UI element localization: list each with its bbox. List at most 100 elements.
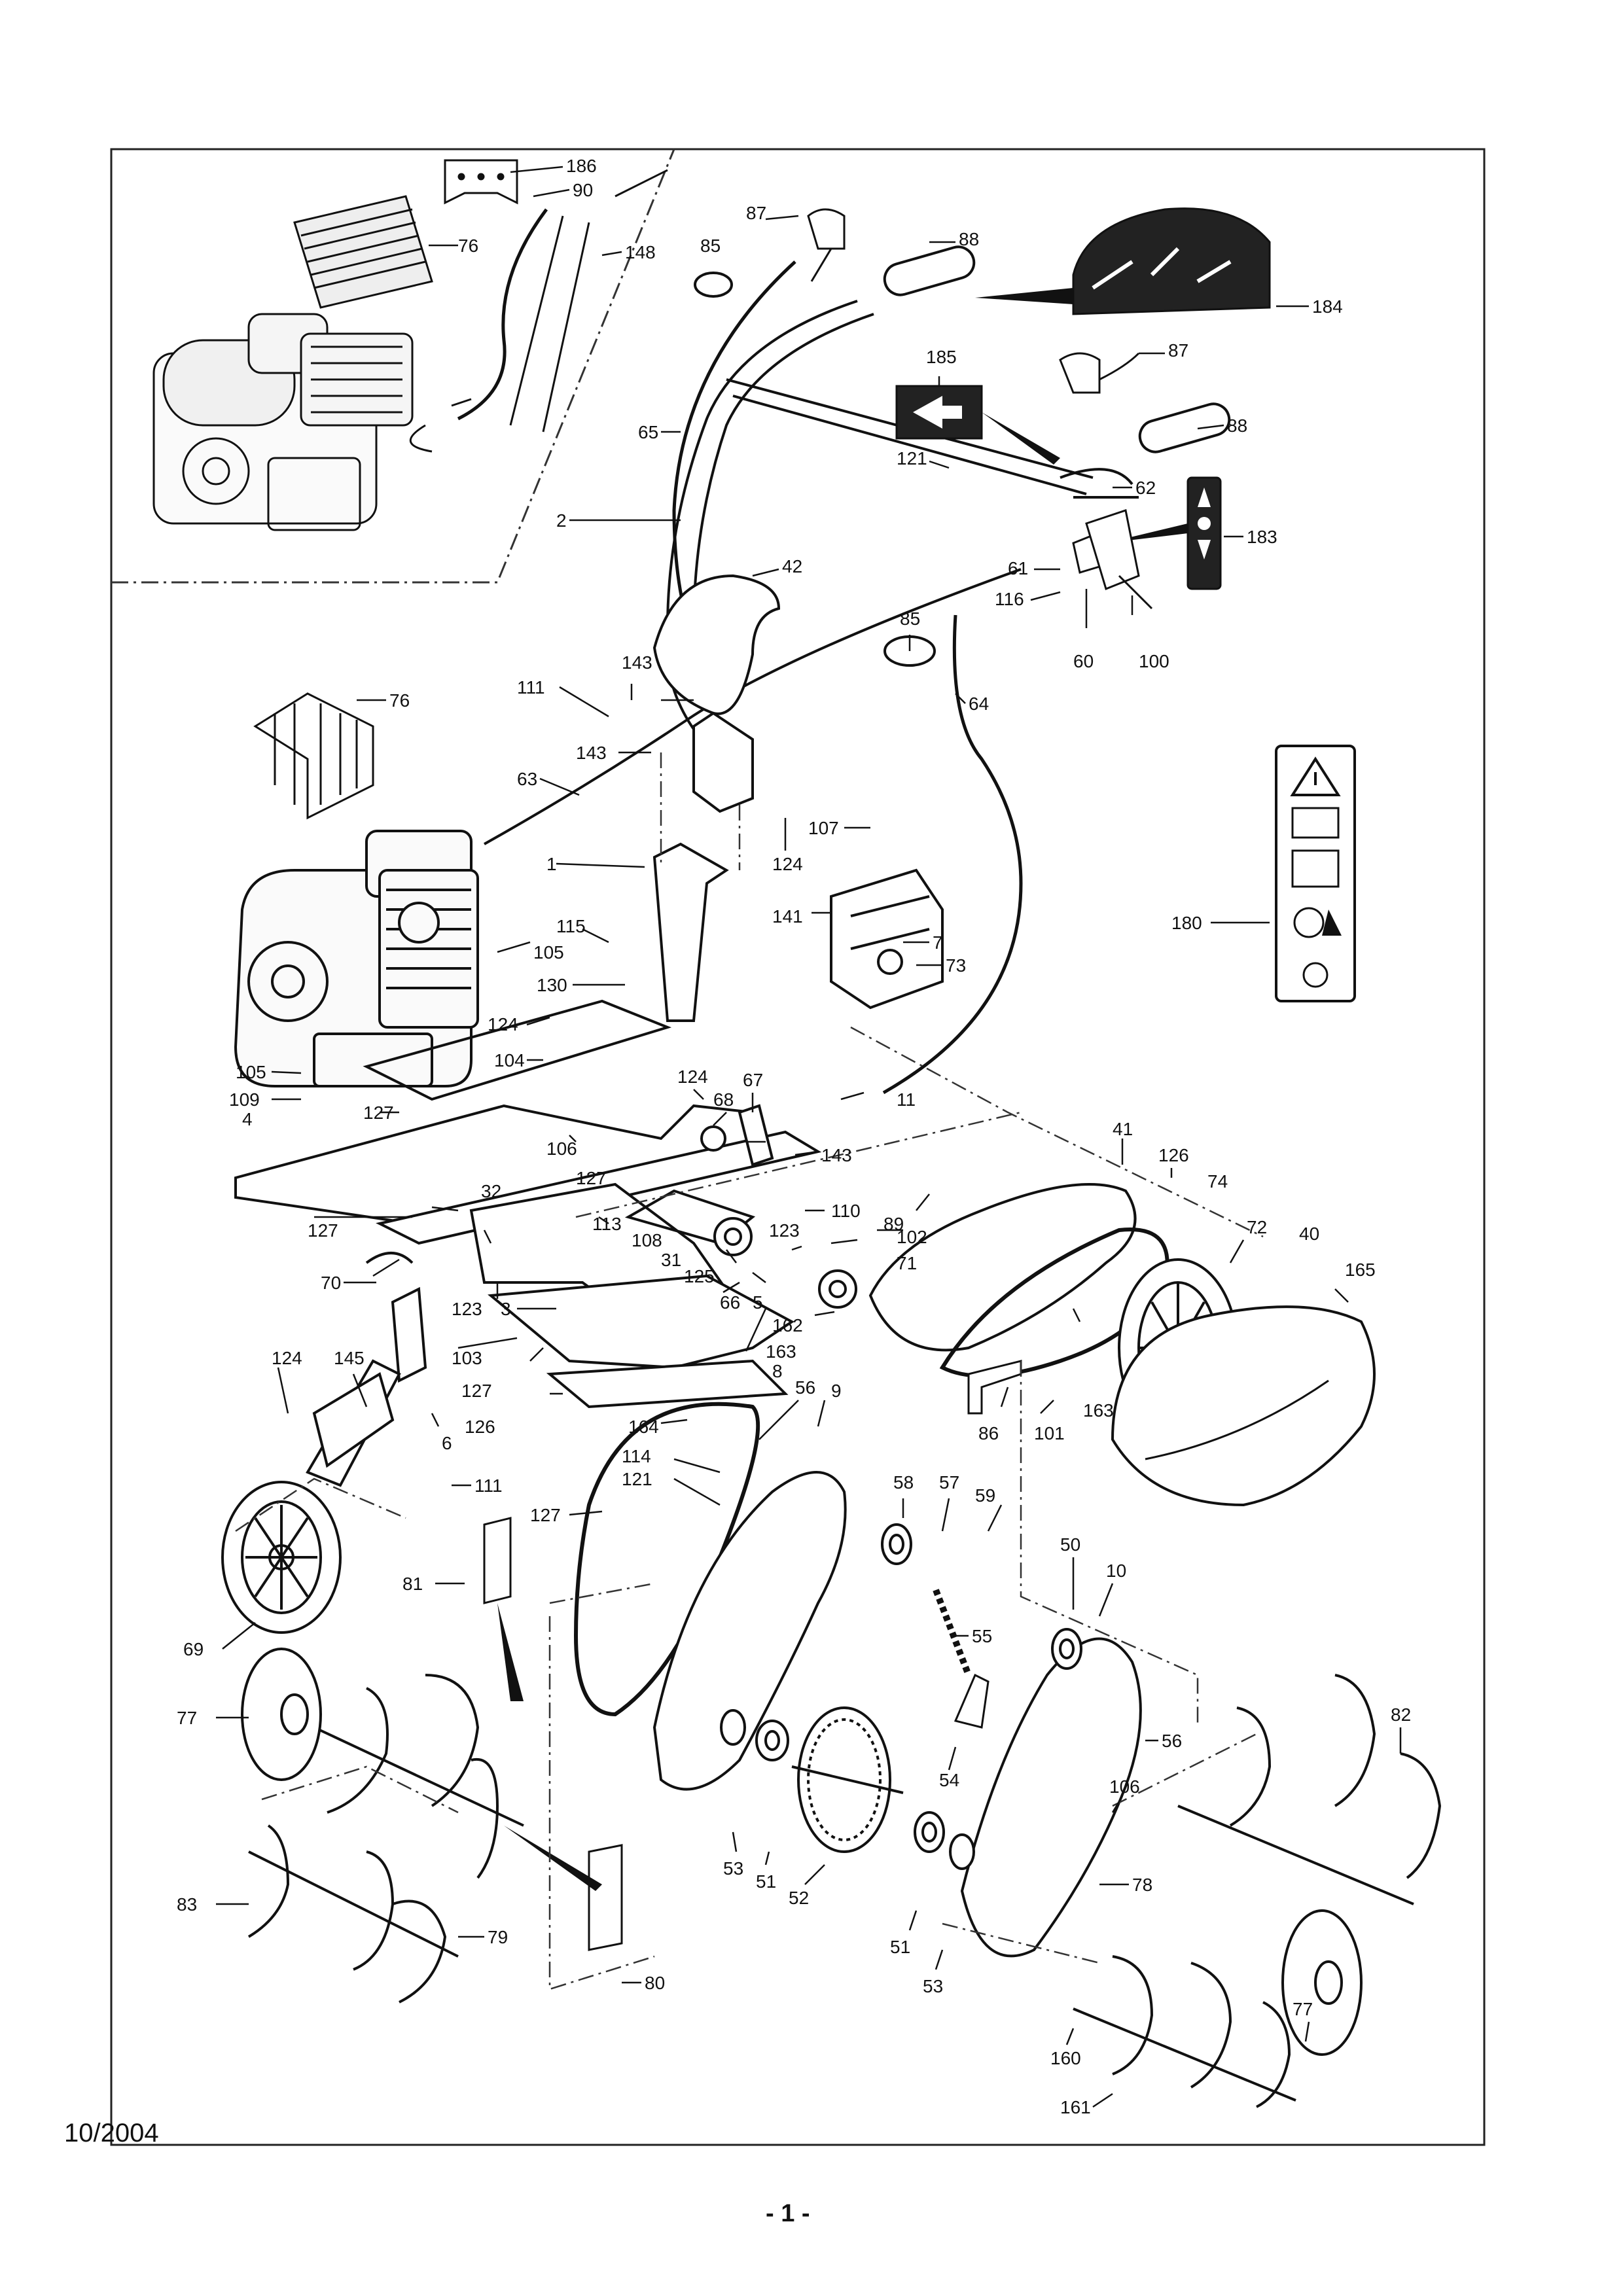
callout-184: 184 [1312,296,1343,317]
callout-31: 31 [661,1250,681,1270]
tines-right [1073,1674,1442,2108]
document-date: 10/2004 [64,2119,159,2147]
callout-10: 10 [1106,1561,1126,1581]
callout-148: 148 [625,242,656,262]
tensioner-54 [954,1673,990,1729]
callout-116: 116 [995,589,1024,609]
callout-180: 180 [1171,913,1202,933]
callout-77: 77 [177,1708,197,1728]
chain-case-9 [652,1471,847,1791]
belt-guard-40-rib [1145,1379,1329,1460]
muffler-guard-top [293,195,433,309]
tine-bracket-80 [588,1844,623,1951]
callout-113: 113 [592,1214,622,1234]
callout-89: 89 [883,1214,904,1234]
callout-76-left: 76 [389,690,410,711]
cable-63 [484,568,1022,845]
engine-main [234,830,479,1087]
decal-184 [975,207,1271,315]
callout-111: 111 [517,677,545,698]
callout-163-b: 163 [1083,1400,1114,1421]
chain-case-10 [960,1637,1142,1958]
callout-73: 73 [946,955,966,976]
clutch-cable [882,614,1023,1095]
callout-55: 55 [972,1626,992,1646]
assembly-lines [235,752,1264,1990]
callout-53-b: 53 [923,1976,943,1996]
callout-62: 62 [1135,478,1156,498]
side-plates-77 [241,1648,1363,2056]
callout-127-d: 127 [461,1381,492,1401]
callout-121: 121 [897,448,927,468]
transport-wheel-69 [221,1481,342,1634]
callout-79: 79 [488,1927,508,1947]
callout-40: 40 [1299,1224,1319,1244]
callout-1: 1 [546,854,557,874]
callout-85-mid: 85 [900,609,920,629]
callout-70: 70 [321,1273,341,1293]
callout-76: 76 [458,236,478,256]
lever-bracket [1072,509,1153,610]
transmission-7 [830,868,944,1010]
callout-60: 60 [1073,651,1094,671]
callout-53: 53 [723,1858,743,1879]
callout-69: 69 [183,1639,204,1659]
callout-186: 186 [566,156,597,176]
callout-74: 74 [1207,1171,1228,1192]
callout-51: 51 [756,1871,776,1892]
callout-59: 59 [975,1485,995,1506]
callout-7: 7 [933,932,943,953]
callout-68: 68 [713,1089,734,1110]
callout-42: 42 [782,556,802,576]
callout-67: 67 [743,1070,763,1090]
callout-58: 58 [893,1472,914,1492]
callout-61: 61 [1008,558,1028,578]
callout-121-b: 121 [622,1469,652,1489]
levers [807,208,1140,394]
callout-101: 101 [1034,1423,1065,1443]
callout-65: 65 [638,422,658,442]
callout-51-b: 51 [890,1937,910,1957]
dark-wedge-80 [504,1826,602,1891]
callout-126: 126 [1158,1145,1189,1165]
drive-pulleys [700,1104,857,1309]
callout-163: 163 [766,1341,796,1362]
callout-127: 127 [363,1103,394,1123]
callout-162: 162 [772,1315,803,1335]
callout-114: 114 [622,1446,651,1466]
callout-125: 125 [684,1266,715,1286]
callout-110: 110 [831,1201,861,1221]
callout-143: 143 [622,652,652,673]
callout-41: 41 [1113,1119,1133,1139]
handle-grips [883,245,1231,453]
callout-50: 50 [1060,1534,1080,1555]
engine-inset-box [111,149,675,584]
callout-102: 102 [897,1227,927,1247]
inset-throttle-cable [457,208,548,421]
callout-54: 54 [939,1770,959,1790]
callout-87-right: 87 [1168,340,1188,361]
callout-72: 72 [1247,1217,1267,1237]
callout-141: 141 [772,906,803,927]
diagram-frame [110,148,1486,2146]
callout-115: 115 [556,916,586,936]
callout-87: 87 [746,203,766,223]
decal-186 [444,159,518,205]
dark-wedge-81 [497,1603,524,1701]
callout-106-b: 106 [1109,1776,1140,1797]
decal-180 [1275,745,1356,1002]
callout-103: 103 [452,1348,482,1368]
callout-66: 66 [720,1292,740,1313]
sprocket-52 [791,1706,904,1853]
tine-bracket-81 [483,1517,512,1604]
callout-8: 8 [772,1361,783,1381]
callout-124-b: 124 [488,1014,518,1034]
callout-63: 63 [517,769,537,789]
clamp-85-top [694,272,733,298]
callout-81: 81 [402,1574,423,1594]
callout-105-b: 105 [236,1062,266,1082]
lever-86 [967,1360,1022,1415]
callout-11: 11 [897,1089,916,1110]
callout-164: 164 [628,1417,659,1437]
